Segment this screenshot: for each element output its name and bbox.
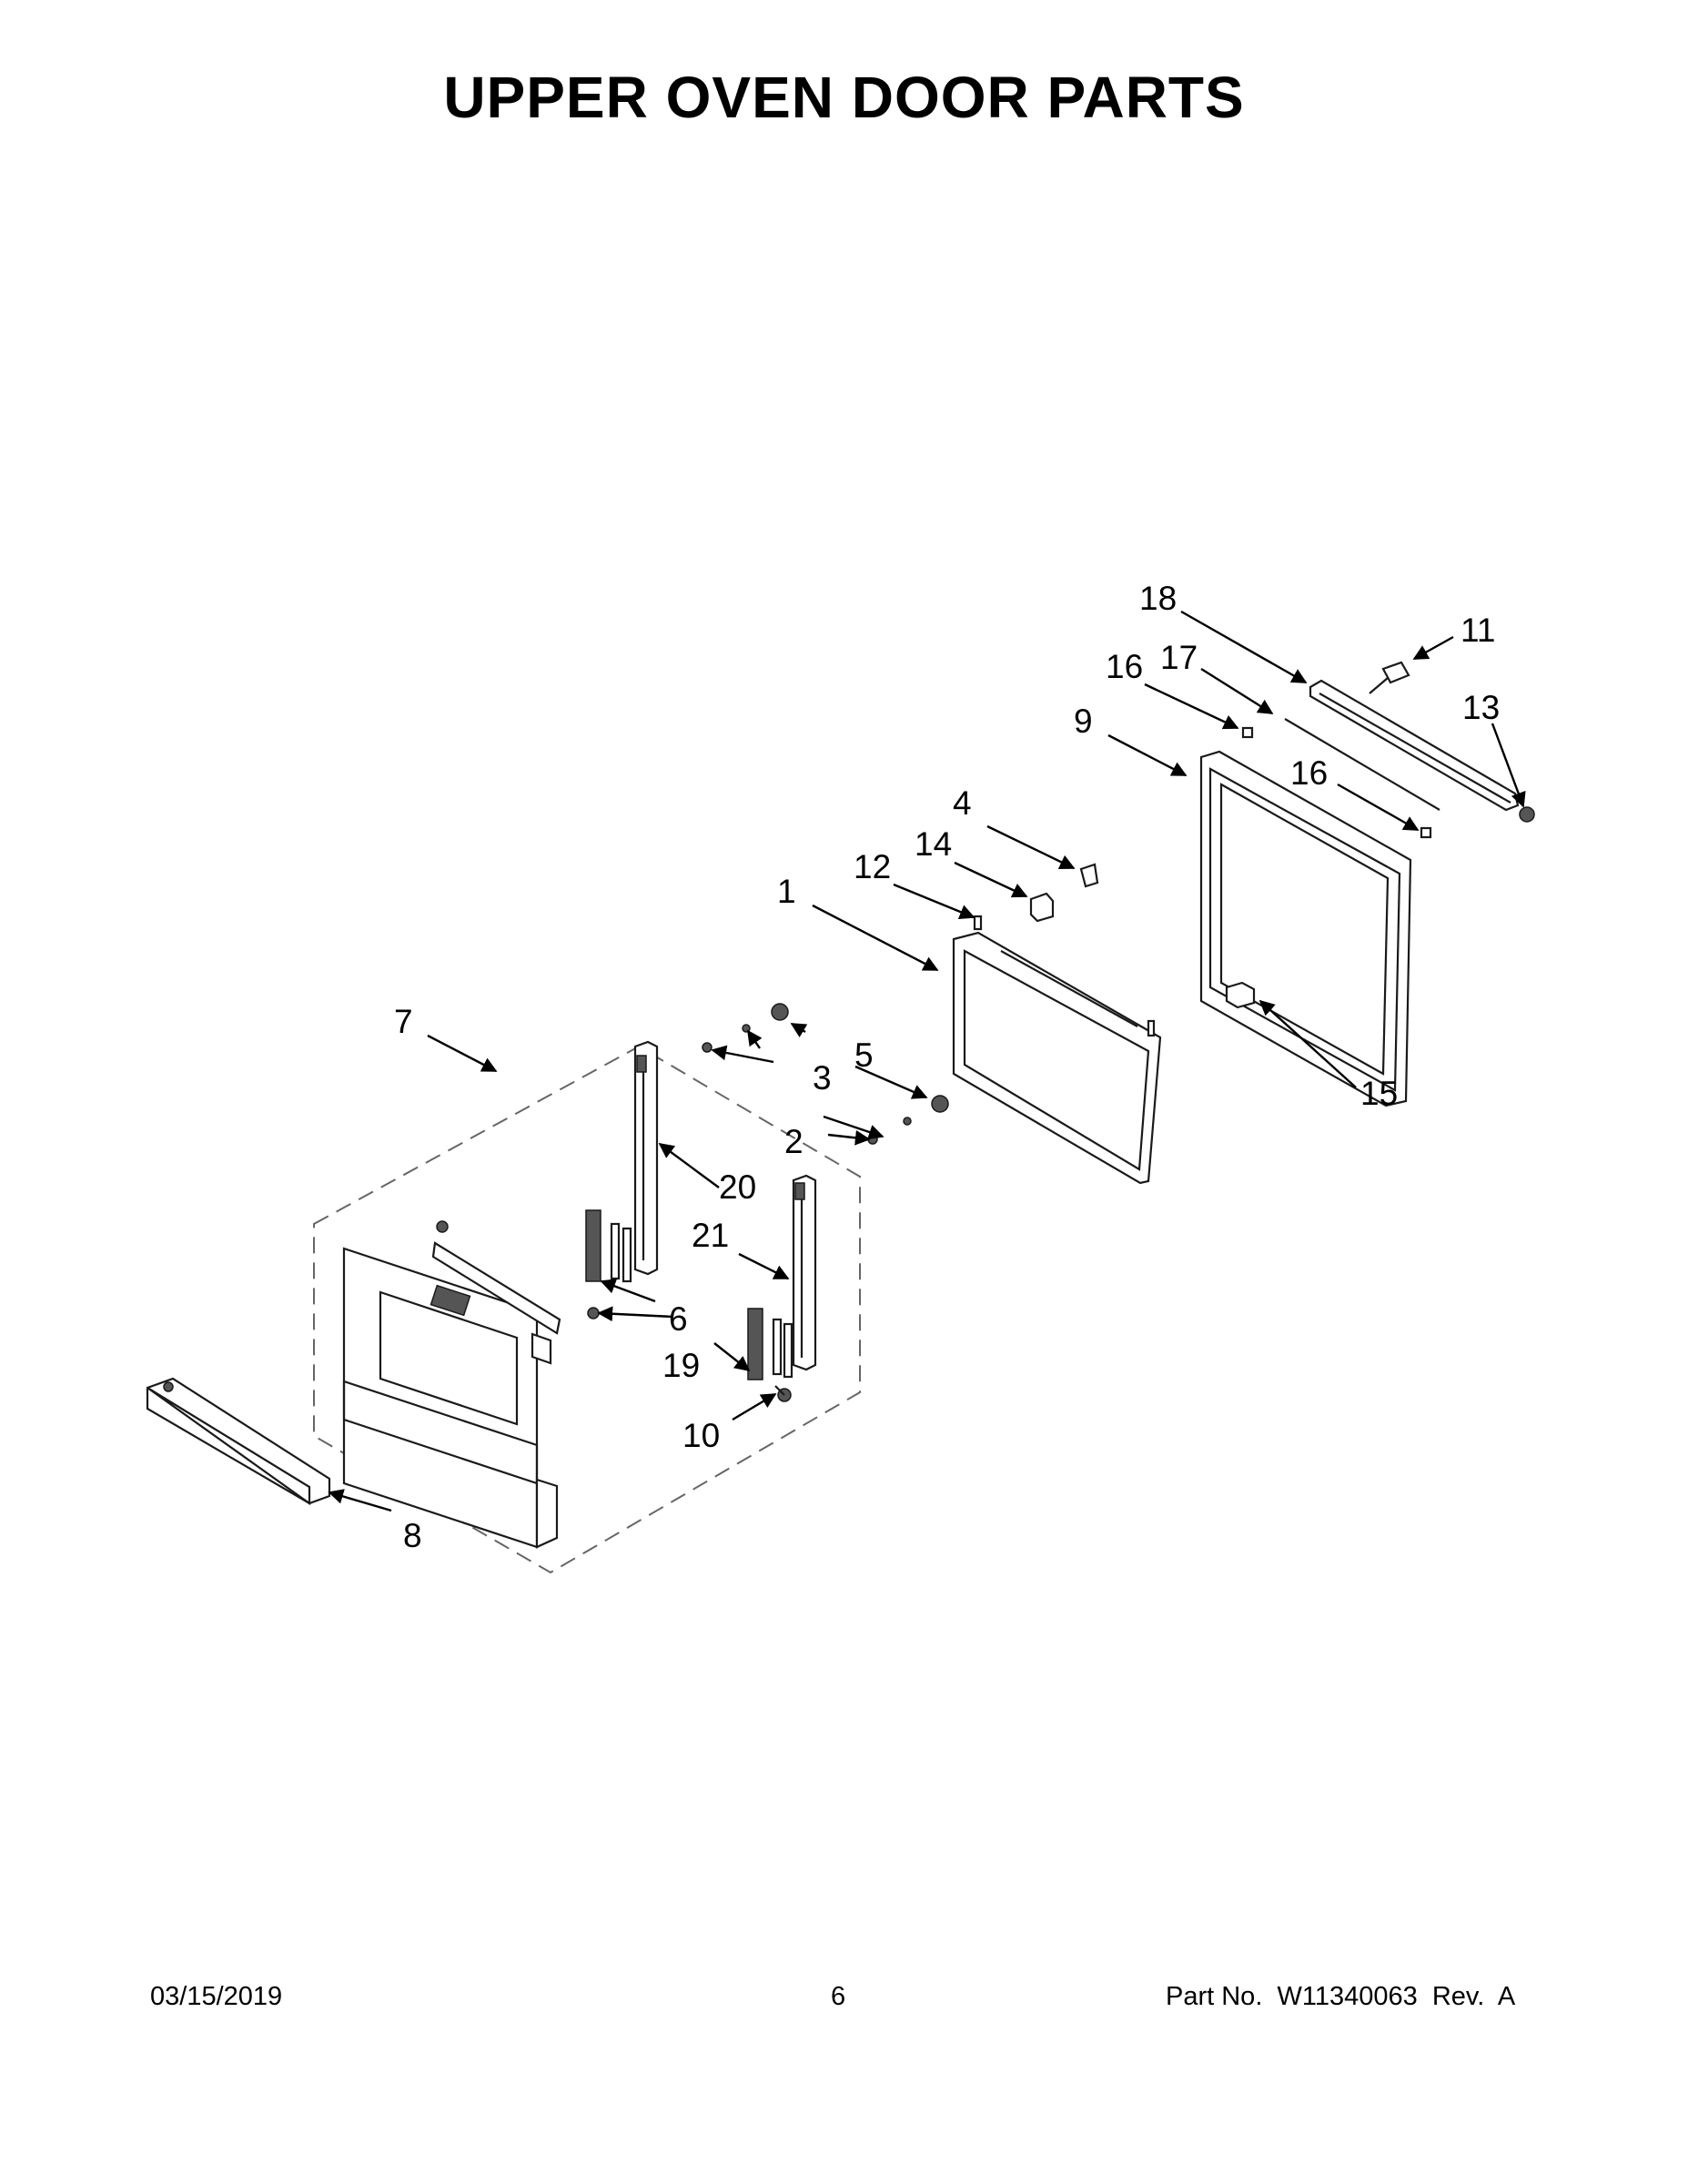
latch-block xyxy=(1029,892,1055,923)
callout-3: 3 xyxy=(813,1059,832,1097)
callout-16-lower: 16 xyxy=(1290,754,1328,792)
callout-11: 11 xyxy=(1461,612,1495,649)
glass-panel xyxy=(1199,750,1412,1107)
callout-6: 6 xyxy=(669,1300,688,1338)
bottom-trim xyxy=(146,1377,331,1506)
footer-page-number: 6 xyxy=(831,1982,846,2011)
outer-door-panel xyxy=(342,1247,559,1549)
seal-strip xyxy=(1284,718,1440,811)
left-hinge-rail xyxy=(633,1040,659,1276)
callout-12: 12 xyxy=(854,848,891,885)
callout-13: 13 xyxy=(1462,689,1500,726)
washer-right xyxy=(903,1117,912,1126)
callout-17: 17 xyxy=(1160,639,1198,676)
callout-4: 4 xyxy=(953,784,972,822)
hinge-bracket-right xyxy=(747,1308,793,1380)
pad-lower xyxy=(1420,826,1432,839)
footer-date: 03/15/2019 xyxy=(150,1982,283,2011)
screw xyxy=(774,1385,792,1402)
callout-5: 5 xyxy=(854,1036,874,1074)
inner-door-frame xyxy=(952,931,1162,1185)
callout-16-upper: 16 xyxy=(1106,648,1143,685)
callout-2: 2 xyxy=(784,1123,804,1160)
bumper-right xyxy=(931,1095,949,1113)
bumper-left xyxy=(771,1003,789,1021)
callout-1: 1 xyxy=(777,873,796,910)
footer-part-number: Part No. W11340063 Rev. A xyxy=(1166,1982,1516,2011)
door-stop xyxy=(1225,981,1256,1009)
callout-20: 20 xyxy=(719,1168,756,1206)
callout-7: 7 xyxy=(394,1003,413,1040)
washer xyxy=(587,1307,600,1320)
right-hinge-rail xyxy=(792,1174,817,1371)
nut-right xyxy=(867,1134,878,1145)
pad-upper xyxy=(1241,726,1254,739)
top-screw xyxy=(1369,661,1410,694)
clip xyxy=(973,915,983,931)
callout-15: 15 xyxy=(1360,1075,1398,1112)
callout-18: 18 xyxy=(1139,580,1177,617)
callout-8: 8 xyxy=(403,1517,422,1554)
callout-19: 19 xyxy=(662,1347,700,1384)
nut-left xyxy=(702,1042,713,1053)
callout-21: 21 xyxy=(692,1217,729,1254)
page-title: UPPER OVEN DOOR PARTS xyxy=(443,65,1245,130)
hinge-bracket-left xyxy=(585,1209,632,1283)
side-screw xyxy=(1519,806,1535,823)
callout-14: 14 xyxy=(915,825,952,863)
door-strip xyxy=(431,1220,561,1335)
callout-9: 9 xyxy=(1074,703,1093,740)
bracket xyxy=(1079,863,1099,888)
callout-10: 10 xyxy=(682,1417,720,1454)
